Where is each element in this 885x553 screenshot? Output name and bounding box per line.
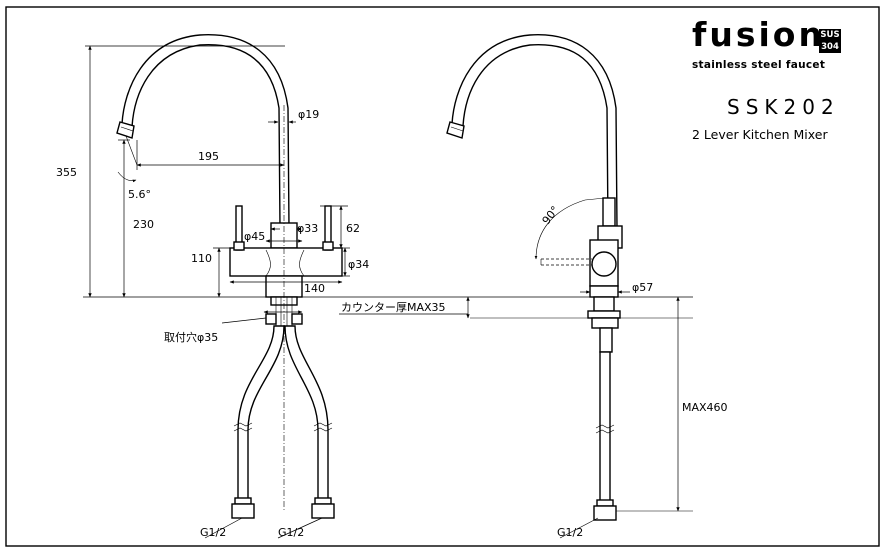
model-code: SSK202 [727,95,840,119]
side-spout [451,34,618,229]
label-counter-thickness: カウンター厚MAX35 [341,301,446,314]
badge-bottom: 304 [821,42,839,52]
dim-110: 110 [191,252,212,265]
brand-name: fusion [692,15,825,54]
brand-tagline: stainless steel faucet [692,59,826,71]
side-spout-tip [446,121,465,139]
dim-max460: MAX460 [682,401,728,414]
label-g-side: G1/2 [557,526,583,539]
material-badge: SUS 304 [819,29,841,53]
dim-phi57: φ57 [632,281,653,294]
dim-phi33: φ33 [297,222,318,235]
dim-phi45: φ45 [244,230,265,243]
dim-phi19: φ19 [298,108,319,121]
label-g-middle: G1/2 [278,526,304,539]
label-g-left: G1/2 [200,526,226,539]
dim-230: 230 [133,218,154,231]
front-spout-tip [116,121,135,139]
drawing-frame [5,6,880,547]
side-base [589,285,619,298]
label-mount-hole: 取付穴φ35 [164,330,218,344]
front-hose-left [237,325,285,501]
dim-62: 62 [346,222,360,235]
side-lever-knob [591,251,617,277]
dim-phi34: φ34 [348,258,369,271]
side-dimensions [339,290,680,539]
front-view [116,34,343,519]
dim-195: 195 [198,150,219,163]
dim-355: 355 [56,166,77,179]
front-hose-right [284,325,329,501]
front-spout [121,34,290,229]
front-body [229,247,343,277]
dim-140: 140 [304,282,325,295]
front-dimensions [85,45,350,539]
model-description: 2 Lever Kitchen Mixer [692,127,828,142]
side-view [446,34,623,521]
dim-angle-5-6: 5.6° [128,188,151,201]
dim-angle-90: 90° [540,204,562,227]
badge-top: SUS [820,30,840,40]
